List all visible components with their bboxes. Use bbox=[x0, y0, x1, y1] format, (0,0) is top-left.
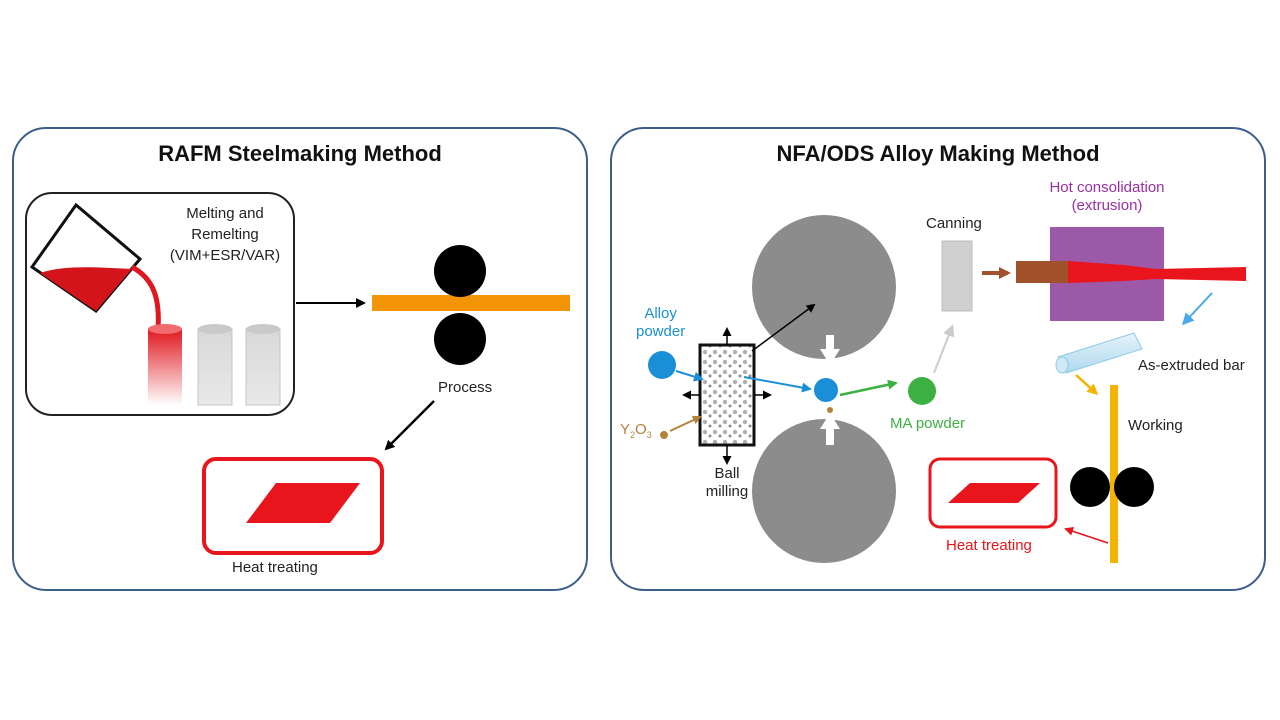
as-extruded-bar-label: As-extruded bar bbox=[1138, 357, 1245, 374]
arrow-mill-to-particle bbox=[743, 376, 812, 393]
extruded-rod bbox=[1068, 261, 1246, 283]
arrow-to-extruded-bar bbox=[1181, 292, 1213, 326]
y2o3-y: Y bbox=[620, 421, 631, 438]
heat-treating-label: Heat treating bbox=[232, 559, 318, 576]
nfa-ods-title: NFA/ODS Alloy Making Method bbox=[776, 141, 1100, 166]
oxide-fleck bbox=[827, 407, 833, 413]
y2o3-o: O bbox=[635, 421, 647, 438]
roller-icon bbox=[1070, 467, 1110, 507]
press-arrow-up bbox=[820, 413, 840, 445]
roller-icon bbox=[434, 313, 486, 365]
arrow-y2o3-to-mill bbox=[669, 415, 702, 432]
melting-label-line1: Melting and bbox=[186, 205, 264, 222]
roller-icon bbox=[1114, 467, 1154, 507]
mill-drum-icon bbox=[752, 419, 896, 563]
working-label: Working bbox=[1128, 417, 1183, 434]
crucible-icon bbox=[29, 202, 161, 330]
melting-label-line2: Remelting bbox=[191, 226, 259, 243]
y2o3-label: Y2O3 bbox=[620, 421, 652, 440]
ball-milling-label-line2: milling bbox=[705, 483, 749, 500]
ball-milling-jar bbox=[698, 343, 756, 447]
arrow-to-ma-powder bbox=[839, 379, 898, 397]
process-label: Process bbox=[438, 379, 493, 396]
ingot-icon bbox=[245, 324, 281, 406]
arrow-alloy-to-mill bbox=[675, 370, 704, 382]
y2o3-sub1: 2 bbox=[630, 430, 636, 440]
ma-powder-icon bbox=[908, 377, 936, 405]
mill-drum-icon bbox=[752, 215, 896, 359]
billet bbox=[1016, 261, 1068, 283]
canning-label: Canning bbox=[926, 215, 982, 232]
alloy-powder-label-line2: powder bbox=[636, 323, 686, 340]
nfa-ods-panel: NFA/ODS Alloy Making Method bbox=[610, 127, 1266, 591]
plate-icon bbox=[948, 483, 1040, 503]
milled-particle-icon bbox=[814, 378, 838, 402]
powder-particle-icon bbox=[648, 351, 676, 379]
arrow-to-canning bbox=[933, 324, 955, 374]
ingot-icon bbox=[148, 324, 182, 405]
melting-label: Melting and Remelting (VIM+ESR/VAR) bbox=[160, 203, 290, 266]
y2o3-particle-icon bbox=[660, 431, 668, 439]
bar-icon bbox=[1055, 332, 1143, 374]
alloy-powder-label-line1: Alloy bbox=[644, 305, 677, 322]
ball-milling-label: Ball milling bbox=[700, 465, 754, 501]
press-arrow-down bbox=[820, 335, 840, 365]
rafm-title: RAFM Steelmaking Method bbox=[158, 141, 442, 166]
heat-treating-label: Heat treating bbox=[946, 537, 1032, 554]
arrow-to-mill bbox=[751, 303, 816, 352]
hot-consolidation-label: Hot consolidation (extrusion) bbox=[1032, 179, 1182, 215]
alloy-powder-label: Alloy powder bbox=[636, 305, 685, 341]
rafm-panel: RAFM Steelmaking Method bbox=[12, 127, 588, 591]
ball-milling-label-line1: Ball bbox=[714, 465, 740, 482]
ingot-icon bbox=[197, 324, 233, 406]
y2o3-sub2: 3 bbox=[646, 430, 652, 440]
melting-label-line3: (VIM+ESR/VAR) bbox=[169, 247, 281, 264]
arrow-to-heat-treating bbox=[384, 400, 435, 451]
hot-consolidation-label-line2: (extrusion) bbox=[1071, 197, 1143, 214]
hot-consolidation-label-line1: Hot consolidation bbox=[1049, 179, 1165, 196]
nfa-ods-diagram bbox=[648, 215, 1246, 563]
ma-powder-label: MA powder bbox=[890, 415, 966, 432]
canister-icon bbox=[941, 240, 973, 312]
roller-icon bbox=[434, 245, 486, 297]
plate-icon bbox=[246, 483, 360, 523]
rafm-diagram bbox=[25, 192, 570, 555]
arrow-to-heat-treating bbox=[1064, 526, 1109, 544]
steel-strip bbox=[372, 295, 570, 311]
arrow-to-working bbox=[1075, 374, 1099, 396]
working-bar bbox=[1110, 385, 1118, 563]
